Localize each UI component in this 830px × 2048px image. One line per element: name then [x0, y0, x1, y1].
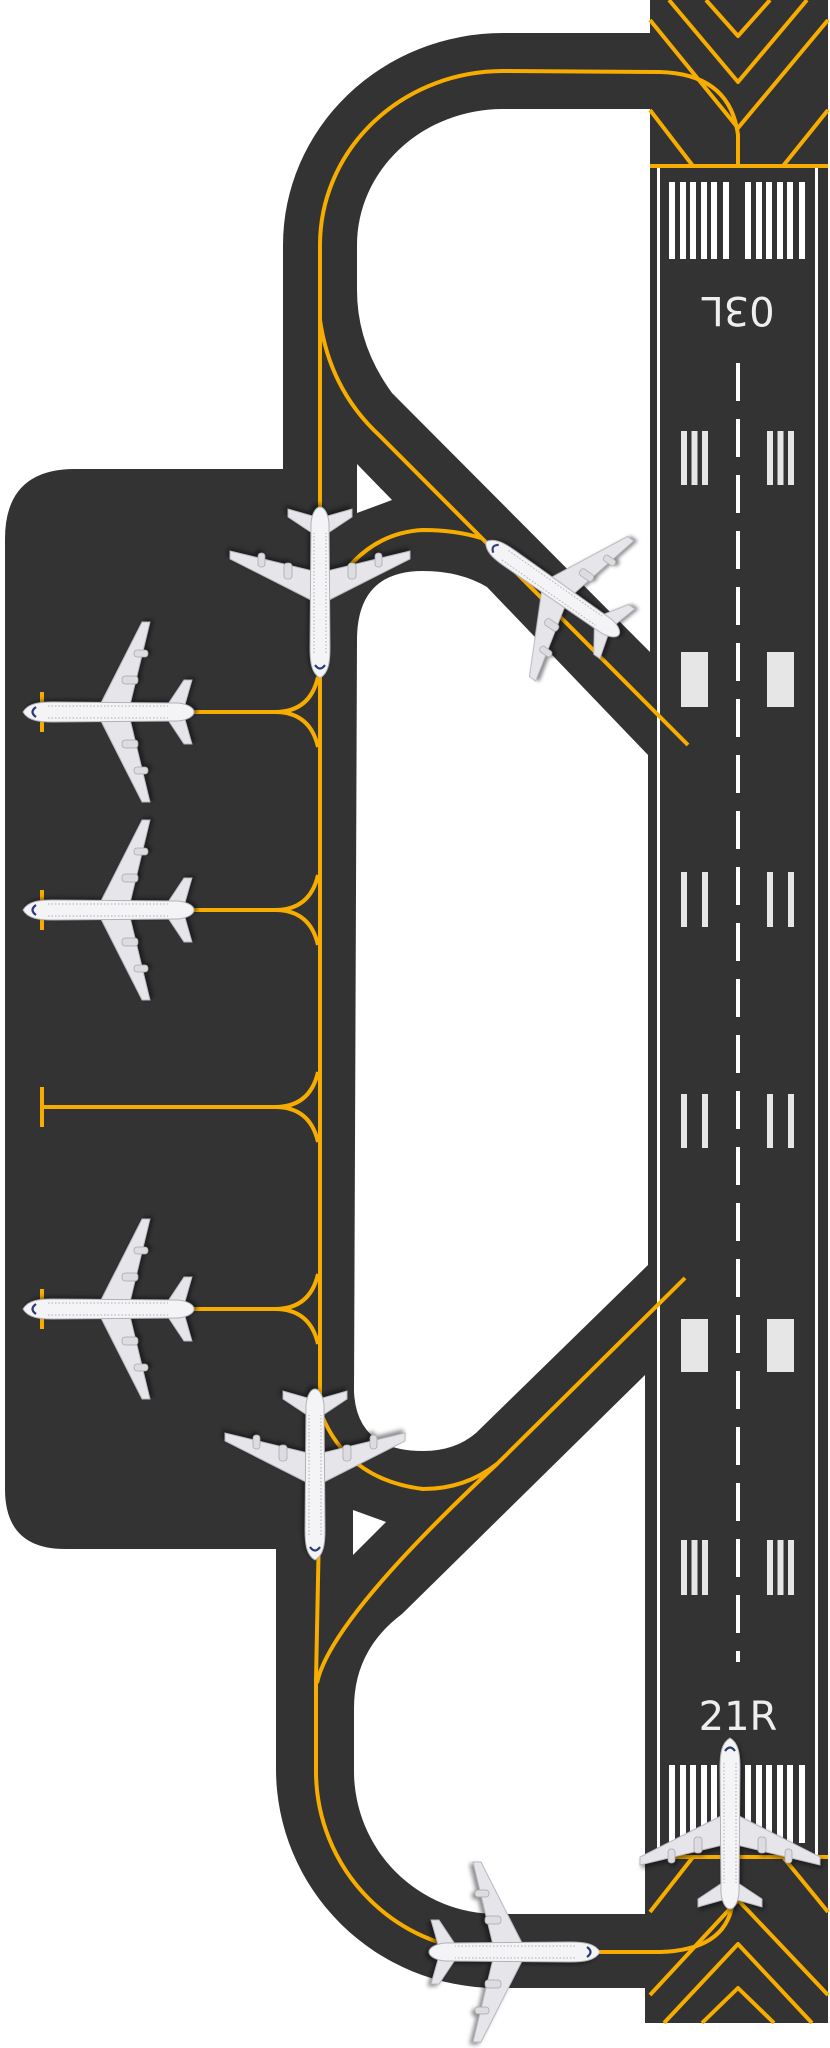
runway-edge-left [657, 166, 660, 1857]
threshold-bar-north [711, 182, 717, 259]
threshold-bar-south [701, 1765, 707, 1843]
touchdown-bar [702, 872, 708, 927]
touchdown-bar [788, 872, 794, 927]
touchdown-bar [702, 431, 708, 485]
threshold-markings [669, 182, 805, 1843]
threshold-bar-south [787, 1765, 793, 1843]
touchdown-bar [788, 1094, 794, 1148]
stand-lead-in-line [274, 1105, 320, 1143]
blast-pad-north [648, 0, 830, 168]
threshold-bar-south [766, 1765, 772, 1843]
threshold-bar-north [799, 182, 805, 259]
aiming-point-marking [681, 1319, 708, 1372]
threshold-bar-north [723, 182, 729, 259]
apron-stands [40, 676, 320, 1345]
threshold-bar-north [745, 182, 751, 259]
infield-triangle-north [357, 464, 392, 513]
touchdown-bar [788, 431, 794, 485]
threshold-bar-north [701, 182, 707, 259]
touchdown-bar [691, 1540, 698, 1595]
aiming-point-marking [767, 1319, 794, 1372]
threshold-bar-north [756, 182, 762, 259]
touchdown-bar [702, 1540, 708, 1595]
threshold-bar-north [690, 182, 696, 259]
touchdown-bar [702, 1094, 708, 1148]
stand-lead-in-line [274, 710, 320, 748]
threshold-bar-south [745, 1765, 751, 1843]
threshold-bar-north [766, 182, 772, 259]
touchdown-bar [777, 431, 784, 485]
infield-triangle-south [353, 1510, 386, 1555]
touchdown-bar [767, 1094, 773, 1148]
threshold-bar-south [777, 1765, 783, 1843]
threshold-bar-south [690, 1765, 696, 1843]
threshold-bar-south [680, 1765, 686, 1843]
touchdown-bar [767, 1540, 773, 1595]
infield-south [354, 1375, 645, 1914]
touchdown-bar [681, 431, 687, 485]
runway-designator-north: 03L [701, 287, 775, 333]
threshold-bar-south [669, 1765, 675, 1843]
touchdown-bar [788, 1540, 794, 1595]
threshold-bar-south [711, 1765, 717, 1843]
infield-north [357, 109, 650, 652]
touchdown-bar [767, 431, 773, 485]
aiming-point-marking [767, 652, 794, 707]
touchdown-bar [767, 872, 773, 927]
threshold-bar-north [777, 182, 783, 259]
stand-lead-in-line [274, 1307, 320, 1345]
touchdown-bar [681, 1540, 687, 1595]
touchdown-bar [681, 1094, 687, 1148]
touchdown-bar [681, 872, 687, 927]
threshold-bar-north [787, 182, 793, 259]
threshold-bar-north [680, 182, 686, 259]
infield-central [354, 571, 648, 1451]
runway-edge-right [815, 166, 818, 1857]
touchdown-zone-markings [681, 431, 794, 1595]
stand-lead-in-line [274, 908, 320, 946]
threshold-bar-north [669, 182, 675, 259]
threshold-bar-south [756, 1765, 762, 1843]
touchdown-bar [777, 1540, 784, 1595]
stand-3 [40, 1071, 320, 1143]
touchdown-bar [691, 431, 698, 485]
threshold-bar-south [799, 1765, 805, 1843]
aiming-point-marking [681, 652, 708, 707]
runway-designator-south: 21R [699, 1694, 778, 1740]
